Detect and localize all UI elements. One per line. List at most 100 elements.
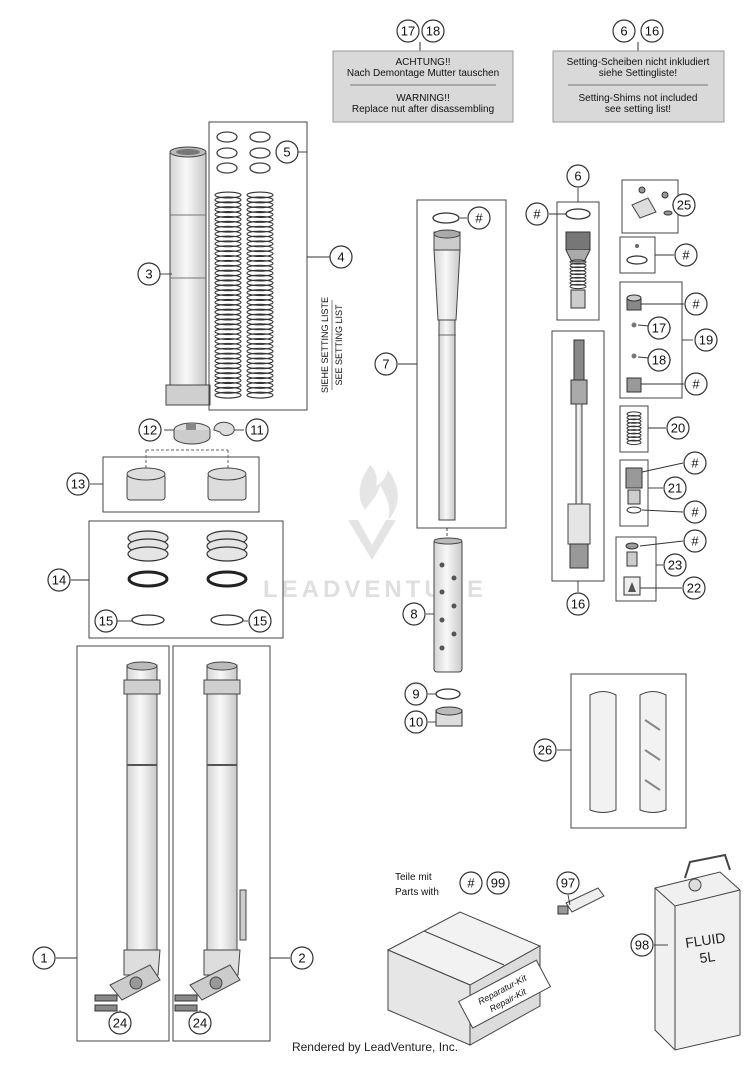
svg-text:18: 18: [426, 24, 440, 39]
callout-c5: 5: [275, 140, 299, 164]
callout-c18: 18: [647, 348, 671, 372]
callout-c6: 6: [566, 164, 590, 188]
callout-c24b: 24: [188, 1011, 212, 1035]
callout-h1: #: [467, 206, 491, 230]
callout-label: #: [691, 456, 699, 471]
callout-label: 23: [668, 558, 682, 573]
callout-label: 15: [253, 614, 267, 629]
callout-label: #: [475, 211, 483, 226]
callout-label: 14: [52, 573, 66, 588]
callout-h5: #: [684, 372, 708, 396]
spring-left: [214, 191, 242, 399]
callout-c23: 23: [663, 553, 687, 577]
svg-text:Setting-Scheiben nicht inkludi: Setting-Scheiben nicht inkludiert: [567, 57, 710, 68]
callout-c13: 13: [66, 472, 90, 496]
part-25-bolt-kit: [621, 179, 679, 234]
callout-c19: 19: [694, 328, 718, 352]
part-22-23-box: [615, 536, 657, 602]
callout-label: 3: [145, 267, 152, 282]
callout-label: #: [533, 207, 541, 222]
callout-c1: 1: [32, 946, 56, 970]
callout-label: 98: [635, 938, 649, 953]
callout-c4: 4: [329, 245, 353, 269]
callout-c3: 3: [137, 262, 161, 286]
callout-c2: 2: [290, 946, 314, 970]
callout-label: 7: [382, 357, 389, 372]
callout-label: 1: [40, 951, 47, 966]
part-19-box: [619, 281, 683, 399]
callout-label: 8: [410, 607, 417, 622]
callout-label: 97: [561, 876, 575, 891]
svg-text:Replace nut after disassemblin: Replace nut after disassembling: [352, 104, 494, 115]
callout-label: #: [682, 248, 690, 263]
svg-text:Parts with: Parts with: [395, 887, 439, 898]
callout-h2: #: [525, 202, 549, 226]
callout-label: 26: [538, 743, 552, 758]
callout-label: 2: [298, 951, 305, 966]
part-3-outer-tube: [165, 146, 211, 406]
callout-c25: 25: [672, 193, 696, 217]
callout-label: #: [691, 505, 699, 520]
callout-h6: #: [683, 451, 707, 475]
callout-label: #: [691, 534, 699, 549]
note-6-16: 6 16 Setting-Scheiben nicht inkludiert s…: [552, 19, 725, 123]
callout-c15a: 15: [94, 609, 118, 633]
setting-list-label: SIEHE SETTING LISTE SEE SETTING LIST: [320, 297, 344, 393]
callout-label: 17: [652, 321, 666, 336]
callout-c14: 14: [47, 568, 71, 592]
callout-c17: 17: [647, 316, 671, 340]
svg-text:Teile mit: Teile mit: [395, 872, 432, 883]
callout-label: 13: [71, 477, 85, 492]
part-97-grease-tube: [557, 887, 605, 915]
svg-text:ACHTUNG!!: ACHTUNG!!: [396, 57, 451, 68]
part-13-guide-bushings: [102, 449, 260, 513]
callout-h10: #: [459, 871, 483, 895]
callout-label: 25: [677, 198, 691, 213]
svg-text:16: 16: [645, 24, 659, 39]
svg-text:6: 6: [620, 24, 627, 39]
callout-c12: 12: [138, 418, 162, 442]
part-14-seals: [88, 520, 284, 639]
svg-text:Setting-Shims not included: Setting-Shims not included: [579, 93, 698, 104]
callout-h4: #: [684, 292, 708, 316]
svg-text:Nach Demontage Mutter tauschen: Nach Demontage Mutter tauschen: [347, 68, 499, 79]
callout-label: 4: [337, 250, 344, 265]
part-9-oring: [435, 688, 461, 700]
callout-label: #: [467, 876, 475, 891]
part-12-bushing: [173, 422, 211, 445]
callout-c98: 98: [630, 933, 654, 957]
callout-label: 15: [99, 614, 113, 629]
svg-text:SEE SETTING LIST: SEE SETTING LIST: [334, 304, 344, 386]
callout-label: 18: [652, 353, 666, 368]
callout-label: 19: [699, 333, 713, 348]
callout-c8: 8: [402, 602, 426, 626]
part-1-fork-leg: [76, 645, 170, 1042]
callout-label: 24: [113, 1016, 127, 1031]
svg-text:5L: 5L: [698, 948, 716, 966]
svg-text:SIEHE SETTING LISTE: SIEHE SETTING LISTE: [320, 297, 330, 393]
part-16-damper-rod: [551, 330, 605, 582]
callout-h3: #: [674, 243, 698, 267]
callout-c21: 21: [663, 476, 687, 500]
part-11-clip: [213, 421, 235, 436]
callout-label: 11: [250, 423, 264, 438]
callout-label: 16: [571, 597, 585, 612]
part-98-fluid-can: FLUID 5L: [654, 853, 741, 1051]
callout-label: 10: [409, 715, 423, 730]
part-6-valve: [556, 201, 600, 321]
part-21-box: [619, 459, 649, 527]
callout-label: #: [692, 377, 700, 392]
callout-c7: 7: [374, 352, 398, 376]
part-oring-box: [619, 236, 656, 274]
callout-c97: 97: [556, 871, 580, 895]
footer-credit: Rendered by LeadVenture, Inc.: [291, 1040, 459, 1054]
callout-label: 99: [491, 876, 505, 891]
callout-label: 24: [193, 1016, 207, 1031]
callout-c10: 10: [404, 710, 428, 734]
callout-c99: 99: [486, 871, 510, 895]
note-17-18: 17 18 ACHTUNG!! Nach Demontage Mutter ta…: [332, 19, 514, 123]
svg-text:FLUID: FLUID: [684, 929, 726, 950]
callout-c24a: 24: [108, 1011, 132, 1035]
